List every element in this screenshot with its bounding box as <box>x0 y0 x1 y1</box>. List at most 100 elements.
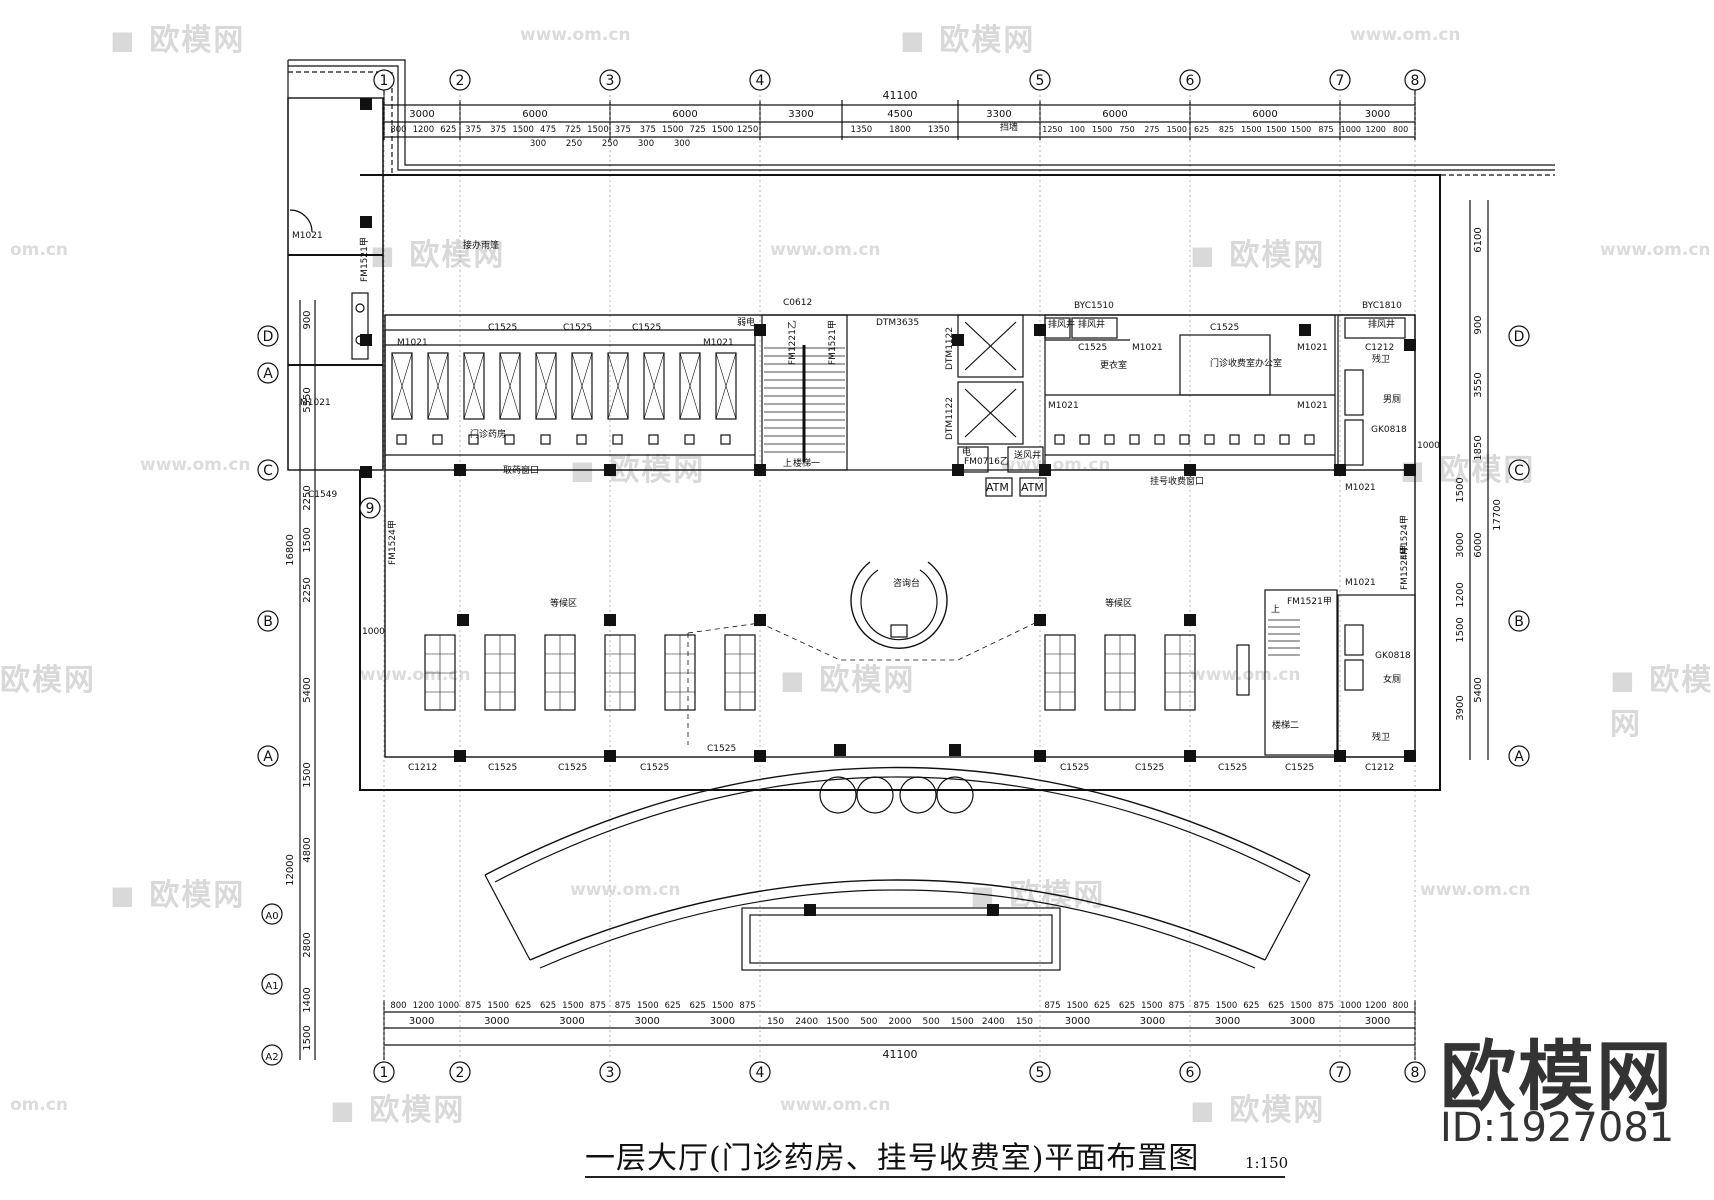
dim-top-detail-right: 1500 <box>1266 125 1286 134</box>
label-registration-window: 挂号收费窗口 <box>1150 475 1204 487</box>
dim-top-axis: 6000 <box>672 109 697 120</box>
dim-bottom-detail-right: 1000 <box>1340 1001 1362 1011</box>
column <box>754 464 766 476</box>
dim-bottom-mid: 150 <box>767 1017 784 1027</box>
label-info-desk: 咨询台 <box>893 577 920 589</box>
pharmacy-chair <box>396 434 407 445</box>
axis-label-row-right: A <box>1514 749 1524 765</box>
dim-left: 2250 <box>302 485 313 510</box>
axis-bubble-col <box>599 1061 621 1083</box>
dim-bottom-detail-right: 1500 <box>1216 1001 1238 1011</box>
column <box>360 466 372 478</box>
dim-top-detail-mid: 1800 <box>889 125 911 135</box>
watermark-url: www.om.cn <box>1190 665 1301 685</box>
dim-bottom-mid: 2400 <box>795 1017 818 1027</box>
axis-label-col: 5 <box>1036 73 1045 89</box>
watermark-logo: ◼ 欧模网 <box>110 878 246 913</box>
axis-bubble-row-right <box>1508 745 1530 767</box>
tag-m1021-changing: M1021 <box>1132 343 1163 353</box>
tag-gk0818-bottom: GK0818 <box>1375 651 1411 661</box>
tag-c1525-b5: C1525 <box>1060 763 1089 773</box>
dim-bottom-detail-right: 1200 <box>1365 1001 1387 1011</box>
dim-bottom-detail-right: 625 <box>1243 1001 1259 1011</box>
label-male-wc: 男厕 <box>1383 394 1401 405</box>
dim-bottom-row-right: 3000 <box>1065 1016 1090 1027</box>
axis-bubble-col <box>449 1061 471 1083</box>
watermark-url: www.om.cn <box>1420 880 1531 900</box>
label-shaft-exhaust-3: 排风井 <box>1368 318 1395 330</box>
axis-bubble-col <box>449 69 471 91</box>
tag-m1021-reg-left: M1021 <box>1048 401 1079 411</box>
dim-left: 4800 <box>302 837 313 862</box>
dim-bottom-detail-right: 875 <box>1318 1001 1334 1011</box>
tag-fm1524-left: FM1524甲 <box>387 520 398 565</box>
label-office: 门诊收费室办公室 <box>1210 357 1282 369</box>
tag-m1021-stair2: M1021 <box>1345 578 1376 588</box>
dim-top-detail-right: 825 <box>1219 125 1234 134</box>
dim-bottom-detail-right: 625 <box>1268 1001 1284 1011</box>
pharmacy-chair <box>504 434 515 445</box>
column <box>604 750 616 762</box>
label-accessible-wc-bottom: 残卫 <box>1372 731 1390 743</box>
dim-bottom-detail-right: 800 <box>1392 1001 1408 1011</box>
axis-bubble-col <box>1404 1061 1426 1083</box>
shelf-hatch <box>679 352 701 420</box>
dim-bottom-row-right: 3000 <box>1140 1016 1165 1027</box>
dim-right-total: 17700 <box>1492 499 1503 531</box>
dim-top-axis: 3000 <box>409 109 434 120</box>
label-atm-1: ATM <box>986 481 1009 494</box>
label-pharmacy: 门诊药房 <box>470 428 506 440</box>
dim-right: 1500 <box>1455 477 1466 502</box>
label-stair2-up: 上 <box>1271 604 1280 615</box>
column <box>1034 614 1046 626</box>
annex-fixtures <box>289 209 369 360</box>
dim-bottom-detail-right: 875 <box>1194 1001 1210 1011</box>
dim-bottom-row-right: 3000 <box>1215 1016 1240 1027</box>
column <box>952 334 964 346</box>
dim-bottom-detail-left: 1200 <box>413 1001 435 1011</box>
dim-top-detail-left-sub: 300 <box>638 139 654 149</box>
axis-bubble-row-right <box>1508 459 1530 481</box>
pharmacy-shelf <box>715 352 737 420</box>
axis-bubble-col <box>1329 69 1351 91</box>
dim-total-top: 41100 <box>883 89 918 102</box>
dim-top-detail-left: 725 <box>690 125 706 135</box>
watermark-url: www.om.cn <box>1600 240 1711 260</box>
axis-label-col: 6 <box>1186 1065 1195 1081</box>
registration-chair <box>1104 434 1115 445</box>
tag-byc1510: BYC1510 <box>1074 301 1114 311</box>
watermark-logo: ◼ 欧模网 <box>1190 238 1326 273</box>
dim-bottom-row-left: 3000 <box>409 1016 434 1027</box>
tag-fm1521-stair: FM1521甲 <box>827 320 838 365</box>
pharmacy-shelf <box>463 352 485 420</box>
registration-chair <box>1204 434 1215 445</box>
dim-bottom-mid: 1500 <box>826 1017 849 1027</box>
axis-label-row: C <box>263 463 273 479</box>
entrance-canopy <box>484 766 1311 971</box>
axis-bubble-row-right <box>1508 325 1530 347</box>
axis-label-col: 6 <box>1186 73 1195 89</box>
column <box>604 464 616 476</box>
axis-bubble-col <box>1404 69 1426 91</box>
dim-bottom-detail-right: 625 <box>1119 1001 1135 1011</box>
tag-c1525-b4: C1525 <box>707 744 736 754</box>
brand-logo-text: 欧模网 <box>1440 1032 1674 1121</box>
pharmacy-shelf <box>499 352 521 420</box>
axis-label-row-right: D <box>1514 329 1525 345</box>
tag-byc1810: BYC1810 <box>1362 301 1402 311</box>
dim-top-detail-mid: 1350 <box>851 125 873 135</box>
column <box>1404 339 1416 351</box>
toilet-block-top <box>1337 314 1416 471</box>
axis-label-col: 2 <box>456 73 465 89</box>
dim-top-detail-left: 1500 <box>587 125 609 135</box>
column <box>1404 464 1416 476</box>
dim-bottom-detail-left: 625 <box>540 1001 556 1011</box>
column <box>1034 324 1046 336</box>
tag-c1525-b1: C1525 <box>488 763 517 773</box>
watermark-logo: ◼ 欧模网 <box>1610 663 1714 742</box>
tag-m1021-wc: M1021 <box>1345 483 1376 493</box>
side-dimension-lines <box>299 200 1489 1060</box>
dim-left: 2800 <box>302 932 313 957</box>
dim-bottom-detail-left: 1500 <box>562 1001 584 1011</box>
